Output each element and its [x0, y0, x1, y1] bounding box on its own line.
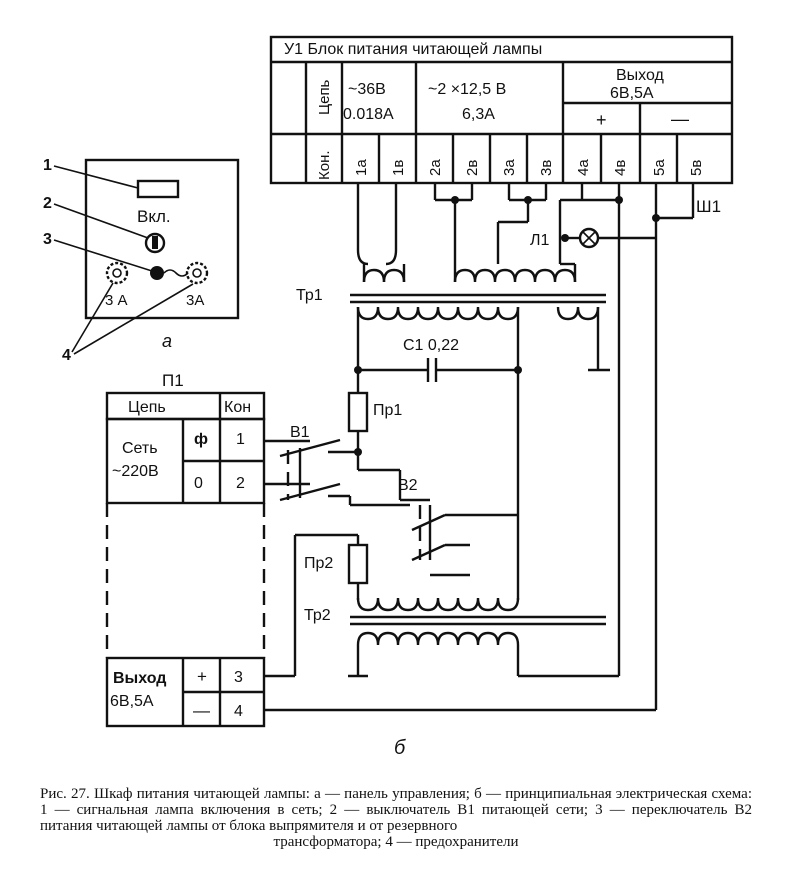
p1-phase: ф: [194, 431, 208, 448]
u1-contact-4в: 4в: [612, 160, 629, 176]
callout-3: 3: [43, 231, 52, 248]
u1-contact-labels: 1а 1в 2а 2в 3а 3в 4а 4в 5а 5в: [353, 159, 705, 176]
u1-ac25-current: 6,3А: [462, 106, 495, 123]
u1-circuit-header: Цепь: [316, 79, 333, 115]
callout-4: 4: [62, 347, 71, 364]
capacitor-c1-icon: [358, 358, 518, 382]
fuse-pr1-icon: [347, 370, 369, 452]
fuse-holder-left-icon: [105, 261, 129, 285]
u1-contact-3в: 3в: [538, 160, 555, 176]
leader-3: [53, 239, 153, 272]
lamp-l1-icon: [578, 227, 600, 249]
leader-4b: [73, 283, 194, 355]
switch-b1-label: В1: [290, 424, 310, 441]
schematic-wiring: Тр1 С1 0,22 Пр1: [264, 183, 721, 759]
p1-net-label: Сеть: [122, 440, 158, 457]
p1-title: П1: [162, 371, 184, 390]
leader-1: [53, 165, 139, 189]
tr2-secondary-coil: [348, 631, 619, 678]
u1-title: У1 Блок питания читающей лампы: [284, 41, 542, 58]
p1-contact-header: Кон: [224, 399, 251, 416]
u1-ac25-voltage: ~2 ×12,5 В: [428, 81, 506, 98]
fuse-pr2-label: Пр2: [304, 555, 333, 572]
switch-b2-label: В2: [398, 477, 418, 494]
toggle-switch-icon: [144, 232, 166, 254]
u1-output-rating: 6В,5А: [610, 85, 654, 102]
p1-output-rating: 6В,5А: [110, 693, 154, 710]
u1-ac36-current: 0.018А: [343, 106, 394, 123]
switch-b2-icon: [400, 498, 518, 577]
tr2-primary-coil: [356, 597, 520, 612]
p1-zero: 0: [194, 475, 203, 492]
tr1-label: Тр1: [296, 287, 323, 304]
u1-output-title: Выход: [616, 67, 665, 84]
fuse-holder-right-icon: [185, 261, 209, 285]
p1-circuit-header: Цепь: [128, 399, 166, 416]
fuse-pr2-icon: [347, 535, 369, 600]
lamp-l1-label: Л1: [530, 232, 550, 249]
schematic-b-label: б: [394, 737, 406, 759]
tr2-label: Тр2: [304, 607, 331, 624]
tr1-secondary-25v-coil: [453, 262, 577, 283]
leader-2: [53, 203, 149, 239]
p1-minus: —: [193, 701, 210, 720]
fuse-pr1-label: Пр1: [373, 402, 402, 419]
u1-contact-5а: 5а: [651, 159, 668, 176]
u1-contact-5в: 5в: [688, 160, 705, 176]
p1-contact-2: 2: [236, 475, 245, 492]
panel-a-label: а: [162, 331, 172, 351]
panel-frame: [84, 158, 240, 320]
u1-contact-2в: 2в: [464, 160, 481, 176]
control-panel-a: Вкл. 3 А 3А 1 2 3 4 а: [43, 157, 240, 364]
u1-contact-1а: 1а: [353, 159, 370, 176]
u1-contact-header: Кон.: [316, 150, 333, 180]
callout-2: 2: [43, 195, 52, 212]
p1-terminal-table: П1 Цепь Кон Сеть ~220В ф 0 1 2 Выход 6В,…: [105, 371, 266, 728]
fuse-left-label: 3 А: [105, 292, 128, 309]
signal-lamp-icon: [136, 179, 180, 199]
fuse-right-label: 3А: [186, 292, 204, 309]
u1-contact-1в: 1в: [390, 160, 407, 176]
p1-contact-1: 1: [236, 431, 245, 448]
u1-minus: —: [671, 109, 689, 129]
p1-contact-4: 4: [234, 703, 243, 720]
u1-contact-4а: 4а: [575, 159, 592, 176]
tr1-secondary-36v-coil: [362, 264, 406, 283]
caption-body: Рис. 27. Шкаф питания читающей лампы: а …: [40, 786, 752, 834]
switch-b1-icon: [264, 438, 362, 502]
tr1-primary-coil: [356, 306, 520, 321]
p1-output-label: Выход: [113, 670, 166, 687]
leader-4a: [71, 282, 114, 353]
u1-plus: +: [596, 110, 607, 130]
connector-sh1-label: Ш1: [696, 197, 721, 216]
switch-label: Вкл.: [137, 207, 171, 226]
u1-ac36-voltage: ~36В: [348, 81, 386, 98]
p1-contact-3: 3: [234, 669, 243, 686]
caption-last-line: трансформатора; 4 — предохранители: [273, 834, 519, 850]
callout-1: 1: [43, 157, 52, 174]
capacitor-label: С1 0,22: [403, 337, 459, 354]
p1-plus: +: [197, 667, 207, 686]
u1-contact-2а: 2а: [427, 159, 444, 176]
p1-net-voltage: ~220В: [112, 463, 159, 480]
u1-contact-3а: 3а: [501, 159, 518, 176]
figure-caption: Рис. 27. Шкаф питания читающей лампы: а …: [40, 786, 752, 850]
u1-power-block-table: У1 Блок питания читающей лампы Цепь Кон.…: [269, 35, 734, 185]
selector-switch-icon: [150, 266, 189, 280]
